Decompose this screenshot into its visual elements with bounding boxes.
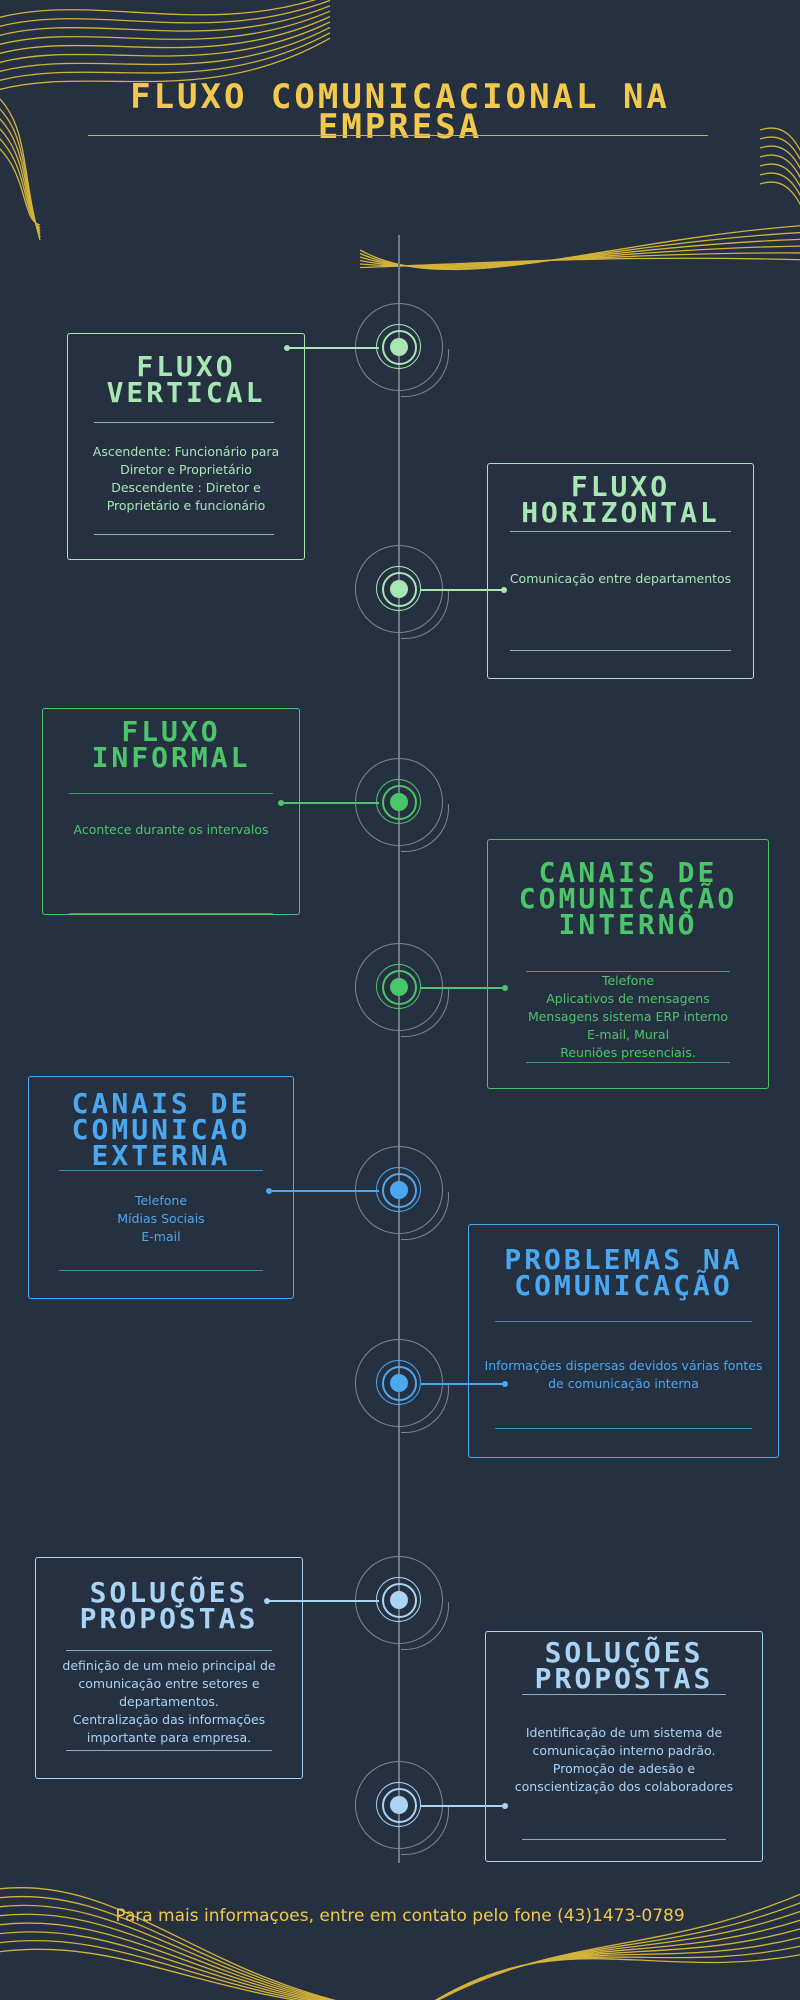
card-line: Proprietário e funcionário xyxy=(106,498,266,513)
card-line: E-mail xyxy=(141,1229,181,1244)
card-canais-externa: CANAIS DE COMUNICAO EXTERNA Telefone Míd… xyxy=(28,1076,294,1299)
card-title: CANAIS DE COMUNICAÇÃO INTERNO xyxy=(518,856,738,941)
card-line: Aplicativos de mensagens xyxy=(546,991,710,1006)
card-line: Acontece durante os intervalos xyxy=(73,822,269,837)
node-dot xyxy=(390,338,408,356)
node-dot xyxy=(390,1796,408,1814)
card-canais-interno: CANAIS DE COMUNICAÇÃO INTERNO Telefone A… xyxy=(487,839,769,1089)
card-line: Identificação de um sistema de xyxy=(525,1725,723,1740)
title-underline xyxy=(88,135,708,136)
card-line: Telefone xyxy=(134,1193,188,1208)
card-line: Ascendente: Funcionário para xyxy=(92,444,280,459)
card-line: Mídias Sociais xyxy=(117,1211,205,1226)
card-line: Informações dispersas devidos várias fon… xyxy=(484,1358,763,1373)
card-title: FLUXO INFORMAL xyxy=(91,715,251,774)
card-title: FLUXO HORIZONTAL xyxy=(521,470,720,529)
card-divider xyxy=(66,1650,272,1651)
card-divider xyxy=(94,534,274,535)
card-title: SOLUÇÕES PROPOSTAS xyxy=(534,1636,714,1695)
card-divider xyxy=(69,793,273,794)
card-divider xyxy=(495,1321,752,1322)
card-line: Centralização das informações xyxy=(72,1712,266,1727)
card-title: FLUXO VERTICAL xyxy=(106,350,266,409)
card-line: comunicação entre setores e xyxy=(78,1676,260,1691)
card-divider xyxy=(66,1750,272,1751)
card-divider xyxy=(526,971,730,972)
card-text: Comunicação entre departamentos xyxy=(498,570,743,588)
card-text: Telefone Mídias Sociais E-mail xyxy=(39,1192,283,1246)
page-title: FLUXO COMUNICACIONAL NA EMPRESA xyxy=(130,77,670,147)
card-line: Promoção de adesão e xyxy=(552,1761,696,1776)
connector-line xyxy=(278,799,379,806)
card-line: comunicação interno padrão. xyxy=(532,1743,716,1758)
card-divider xyxy=(69,913,273,914)
card-text: Ascendente: Funcionário para Diretor e P… xyxy=(78,443,294,515)
card-line: Comunicação entre departamentos xyxy=(509,571,732,586)
card-divider xyxy=(522,1839,726,1840)
node-dot xyxy=(390,1374,408,1392)
connector-line xyxy=(284,344,379,351)
card-line: de comunicação interna xyxy=(548,1376,699,1391)
card-fluxo-informal: FLUXO INFORMAL Acontece durante os inter… xyxy=(42,708,300,915)
card-line: definição de um meio principal de xyxy=(62,1658,276,1673)
node-dot xyxy=(390,580,408,598)
card-line: Telefone xyxy=(601,973,655,988)
card-line: Reuniões presenciais. xyxy=(560,1045,696,1060)
card-text: Telefone Aplicativos de mensagens Mensag… xyxy=(498,972,758,1062)
card-line: departamentos. xyxy=(119,1694,219,1709)
timeline-line xyxy=(398,235,400,1863)
card-solucoes-1: SOLUÇÕES PROPOSTAS definição de um meio … xyxy=(35,1557,303,1779)
card-text: Informações dispersas devidos várias fon… xyxy=(479,1357,768,1393)
connector-line xyxy=(421,1380,508,1387)
card-fluxo-horizontal: FLUXO HORIZONTAL Comunicação entre depar… xyxy=(487,463,754,679)
connector-line xyxy=(421,984,508,991)
card-text: Acontece durante os intervalos xyxy=(53,821,289,839)
card-divider xyxy=(510,650,731,651)
node-dot xyxy=(390,1181,408,1199)
card-divider xyxy=(522,1694,726,1695)
card-divider xyxy=(59,1170,263,1171)
node-dot xyxy=(390,1591,408,1609)
card-title: CANAIS DE COMUNICAO EXTERNA xyxy=(71,1087,251,1172)
node-dot xyxy=(390,978,408,996)
card-divider xyxy=(59,1270,263,1271)
card-text: Identificação de um sistema de comunicaç… xyxy=(496,1724,752,1796)
card-divider xyxy=(94,422,274,423)
card-divider xyxy=(495,1428,752,1429)
card-line: Mensagens sistema ERP interno xyxy=(527,1009,729,1024)
card-divider xyxy=(526,1062,730,1063)
card-title: PROBLEMAS NA COMUNICAÇÃO xyxy=(504,1243,743,1302)
footer-contact: Para mais informaçoes, entre em contato … xyxy=(115,1906,685,1926)
card-problemas: PROBLEMAS NA COMUNICAÇÃO Informações dis… xyxy=(468,1224,779,1458)
connector-line xyxy=(421,1802,508,1809)
card-text: definição de um meio principal de comuni… xyxy=(46,1657,292,1747)
card-line: Diretor e Proprietário xyxy=(120,462,252,477)
card-fluxo-vertical: FLUXO VERTICAL Ascendente: Funcionário p… xyxy=(67,333,305,560)
card-divider xyxy=(510,531,731,532)
card-line: Descendente : Diretor e xyxy=(111,480,261,495)
connector-line xyxy=(264,1597,379,1604)
connector-line xyxy=(266,1187,379,1194)
card-line: importante para empresa. xyxy=(86,1730,252,1745)
card-title: SOLUÇÕES PROPOSTAS xyxy=(79,1576,259,1635)
node-dot xyxy=(390,793,408,811)
card-line: conscientização dos colaboradores xyxy=(514,1779,734,1794)
card-solucoes-2: SOLUÇÕES PROPOSTAS Identificação de um s… xyxy=(485,1631,763,1862)
connector-line xyxy=(421,586,507,593)
card-line: E-mail, Mural xyxy=(586,1027,670,1042)
